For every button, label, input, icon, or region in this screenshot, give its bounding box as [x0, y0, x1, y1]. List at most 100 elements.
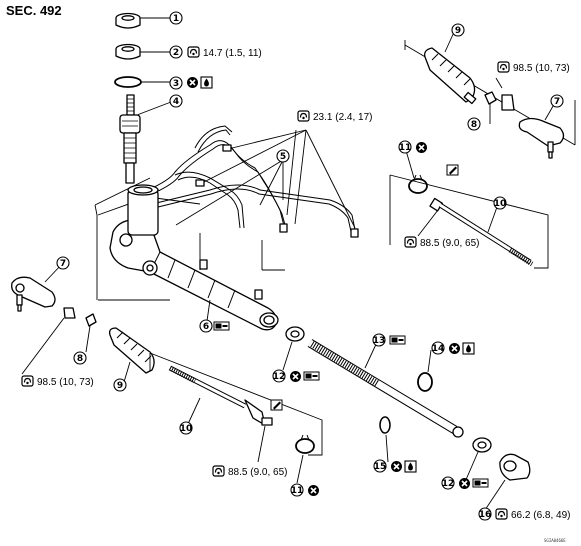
- do-not-reuse-icon: [458, 477, 471, 490]
- callout-11-right: 11: [398, 140, 412, 154]
- torque-wrench-icon: [495, 508, 508, 520]
- svg-text:11: 11: [291, 486, 304, 496]
- part-12-oil-seal-upper: [285, 326, 305, 342]
- torque-spec-7-right: 98.5 (10, 73): [513, 63, 570, 74]
- svg-text:7: 7: [60, 259, 66, 269]
- callout-15: 15: [373, 459, 387, 473]
- callout-11-left: 11: [290, 483, 304, 497]
- power-steering-fluid-icon: [404, 460, 417, 473]
- svg-text:7: 7: [554, 97, 560, 107]
- callout-10-right: 10: [493, 196, 507, 210]
- callout-9-left: 9: [113, 378, 127, 392]
- part-15-o-ring: [379, 416, 391, 434]
- callout-12-upper: 12: [272, 369, 286, 383]
- thread-locking-sealant-icon: [270, 399, 283, 411]
- svg-text:9: 9: [455, 26, 461, 36]
- svg-text:10: 10: [180, 424, 193, 434]
- callout-12-lower: 12: [441, 476, 455, 490]
- svg-text:15: 15: [374, 462, 387, 472]
- svg-text:1: 1: [173, 14, 179, 24]
- callout-13: 13: [372, 333, 386, 347]
- torque-wrench-icon: [497, 61, 510, 73]
- part-13-rack: [307, 339, 464, 438]
- part-16-end-cover: [499, 453, 531, 481]
- do-not-reuse-icon: [307, 484, 320, 497]
- torque-spec-2: 14.7 (1.5, 11): [203, 48, 262, 59]
- svg-text:13: 13: [373, 336, 386, 346]
- callout-7-right: 7: [550, 94, 564, 108]
- torque-wrench-icon: [212, 465, 225, 477]
- part-5-cylinder-tubes: [147, 125, 359, 238]
- part-11-boot-clamp-left: [295, 434, 315, 454]
- callout-8-right: 8: [467, 117, 481, 131]
- part-10-inner-tie-rod-right: [429, 197, 534, 267]
- part-7-outer-tie-rod-left: [11, 276, 56, 312]
- torque-spec-16: 66.2 (6.8, 49): [511, 510, 570, 521]
- do-not-reuse-icon: [289, 370, 302, 383]
- callout-10-left: 10: [179, 421, 193, 435]
- figure-code: SGIA0466E: [544, 538, 566, 543]
- do-not-reuse-icon: [390, 460, 403, 473]
- part-2-lock-nut: [115, 43, 141, 60]
- callout-2: 2: [169, 45, 183, 59]
- svg-text:16: 16: [479, 510, 492, 520]
- svg-text:11: 11: [399, 143, 412, 153]
- callout-7-left: 7: [56, 256, 70, 270]
- callout-8-left: 8: [73, 351, 87, 365]
- part-7-outer-tie-rod-right: [501, 94, 565, 159]
- callout-6: 6: [199, 319, 213, 333]
- callout-16: 16: [478, 507, 492, 521]
- part-7-nut-left: [63, 307, 76, 319]
- part-4-pinion-shaft: [119, 94, 141, 184]
- torque-spec-7-left: 98.5 (10, 73): [37, 377, 94, 388]
- do-not-reuse-icon: [415, 141, 428, 154]
- do-not-reuse-icon: [448, 342, 461, 355]
- svg-text:8: 8: [471, 120, 477, 130]
- part-3-o-ring: [114, 76, 142, 88]
- torque-wrench-icon: [404, 236, 417, 248]
- torque-wrench-icon: [187, 46, 200, 58]
- part-1-dust-seal: [115, 12, 141, 29]
- multi-purpose-grease-icon: [389, 335, 406, 345]
- svg-text:6: 6: [203, 322, 209, 332]
- part-9-boot-left: [108, 327, 155, 374]
- torque-spec-10-right: 88.5 (9.0, 65): [420, 238, 479, 249]
- multi-purpose-grease-icon: [303, 371, 320, 381]
- part-9-boot-right: [424, 47, 477, 105]
- svg-text:10: 10: [494, 199, 507, 209]
- svg-text:9: 9: [117, 381, 123, 391]
- torque-spec-10-left: 88.5 (9.0, 65): [228, 467, 287, 478]
- do-not-reuse-icon: [186, 76, 199, 89]
- callout-4: 4: [169, 94, 183, 108]
- part-11-boot-clamp-right: [408, 174, 428, 194]
- multi-purpose-grease-icon: [213, 321, 230, 331]
- power-steering-fluid-icon: [200, 76, 213, 89]
- svg-text:12: 12: [442, 479, 455, 489]
- multi-purpose-grease-icon: [472, 478, 489, 488]
- svg-text:14: 14: [432, 344, 445, 354]
- svg-text:4: 4: [173, 97, 179, 107]
- callout-5: 5: [276, 149, 290, 163]
- thread-locking-sealant-icon: [446, 164, 459, 176]
- section-title: SEC. 492: [6, 3, 62, 18]
- svg-text:3: 3: [173, 79, 179, 89]
- torque-spec-5: 23.1 (2.4, 17): [313, 112, 372, 123]
- svg-text:2: 2: [173, 48, 179, 58]
- callout-9-right: 9: [451, 23, 465, 37]
- torque-wrench-icon: [21, 375, 34, 387]
- part-14-o-ring: [417, 372, 433, 392]
- callout-14: 14: [431, 341, 445, 355]
- callout-1: 1: [169, 11, 183, 25]
- svg-text:12: 12: [273, 372, 286, 382]
- part-10-inner-tie-rod-left: [168, 365, 273, 426]
- svg-text:5: 5: [280, 152, 286, 162]
- part-6-gear-housing: [109, 184, 279, 331]
- torque-wrench-icon: [297, 110, 310, 122]
- power-steering-fluid-icon: [462, 342, 475, 355]
- svg-text:8: 8: [77, 354, 83, 364]
- part-8-nut-right: [484, 91, 497, 105]
- part-12-oil-seal-lower: [472, 437, 492, 453]
- callout-3: 3: [169, 76, 183, 90]
- part-8-nut-left: [85, 313, 97, 327]
